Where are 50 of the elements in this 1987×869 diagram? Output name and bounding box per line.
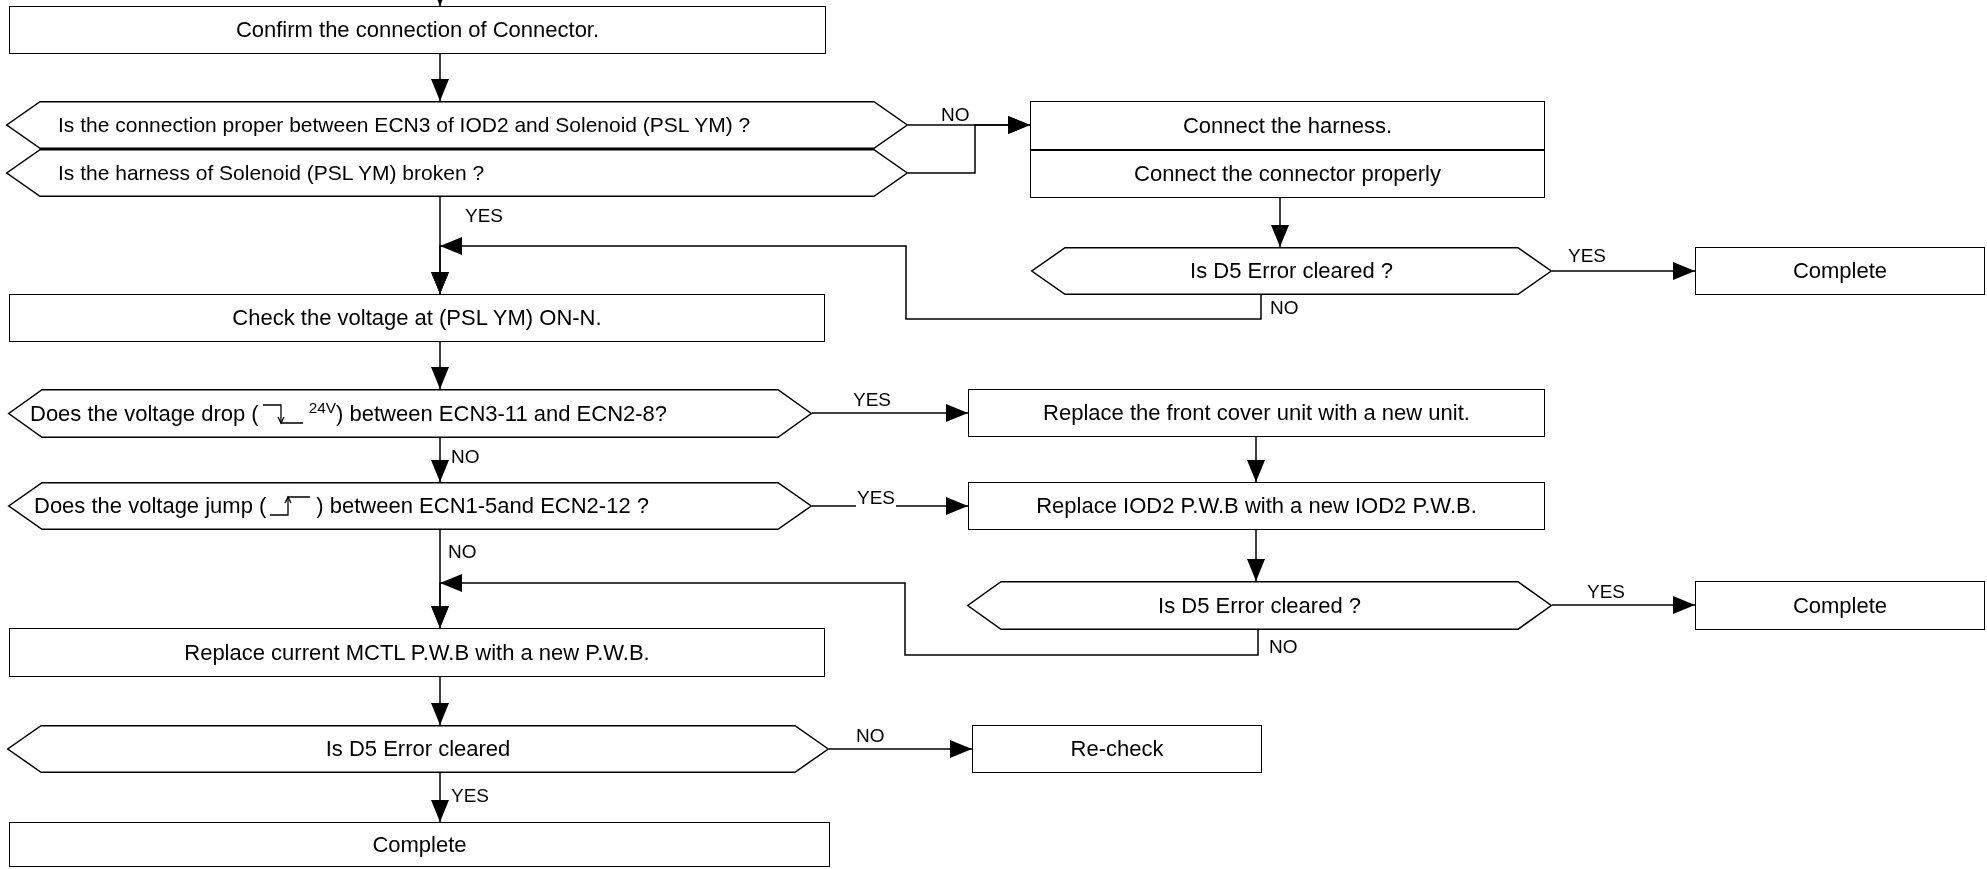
question-text: Is the harness of Solenoid (PSL YM) broken ? — [58, 161, 485, 185]
process-box — [1695, 247, 1985, 295]
question-text: $^{24V}$) between ECN3-11 and ECN2-8? — [308, 400, 668, 427]
step-text: Complete — [372, 831, 467, 858]
question-text: Is D5 Error cleared ? — [1190, 258, 1393, 284]
decision-hexagon — [1031, 247, 1552, 295]
step-text: Replace the front cover unit with a new unit. — [1043, 400, 1470, 426]
process-box — [9, 294, 825, 342]
process-box — [9, 628, 825, 677]
edge-label: NO — [1268, 637, 1299, 656]
question-text: Is D5 Error cleared ? — [1158, 592, 1361, 619]
decision-hexagon — [6, 149, 908, 197]
decision-hexagon — [8, 482, 812, 530]
process-box — [1030, 150, 1545, 198]
step-text: Complete — [1792, 592, 1888, 619]
decision-hexagon — [967, 581, 1552, 630]
step-text: Confirm the connection of Connector. — [235, 17, 600, 43]
edge-label: NO — [855, 726, 886, 745]
edge-label: YES — [1586, 582, 1627, 601]
step-text: Complete — [1792, 258, 1888, 284]
edge-label: NO — [450, 447, 481, 466]
edge-label: NO — [1269, 298, 1300, 317]
edge-label: YES — [852, 390, 893, 409]
process-box — [972, 725, 1262, 773]
step-text: Replace IOD2 P.W.B with a new IOD2 P.W.B. — [1036, 493, 1477, 519]
step-text: Connect the harness. — [1182, 112, 1393, 139]
step-text: Connect the connector properly — [1134, 161, 1441, 187]
edge-label: YES — [464, 206, 505, 225]
process-box — [1030, 101, 1545, 150]
process-box — [968, 389, 1545, 437]
process-box — [968, 482, 1545, 530]
step-text: Replace current MCTL P.W.B with a new P.W.B. — [184, 639, 650, 666]
process-box — [9, 6, 826, 54]
process-box — [1695, 581, 1985, 630]
question-text: Is the connection proper between ECN3 of IOD2 and Solenoid (PSL YM) ? — [58, 113, 751, 137]
edge-label: NO — [447, 542, 478, 561]
question-text: Is D5 Error cleared — [325, 736, 511, 762]
question-text: ) between ECN1-5and ECN2-12 ? — [316, 493, 649, 519]
decision-hexagon — [6, 101, 908, 149]
question-text: Does the voltage drop ( — [30, 400, 259, 427]
step-text: Check the voltage at (PSL YM) ON-N. — [232, 305, 602, 331]
decision-hexagon — [7, 725, 829, 773]
step-text: Re-check — [1070, 736, 1164, 762]
edge-label: YES — [450, 786, 491, 805]
decision-hexagon — [8, 389, 812, 438]
process-box — [9, 822, 830, 867]
edge-label: NO — [940, 105, 971, 124]
edge-label: YES — [1567, 246, 1608, 265]
edge-label: YES — [856, 488, 897, 507]
question-text: Does the voltage jump ( — [34, 493, 267, 519]
